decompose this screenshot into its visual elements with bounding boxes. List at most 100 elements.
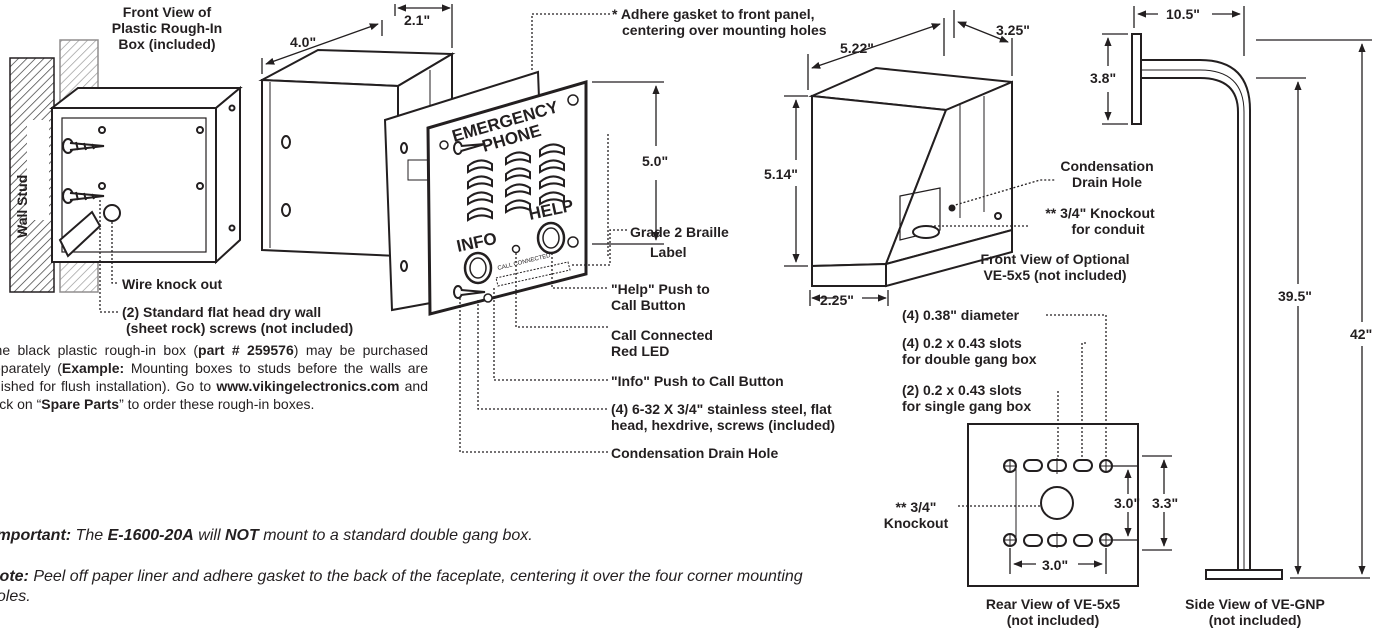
rear-leader-lines: [958, 314, 1107, 507]
braille-line2: Label: [650, 244, 687, 260]
rough-in-box: [49, 85, 243, 265]
help-button-icon: [536, 221, 566, 255]
holes-diameter-label: (4) 0.38" diameter: [902, 307, 1020, 323]
rough-in-paragraph: The black plastic rough-in box (part # 2…: [0, 341, 428, 413]
important-note: Important: The E-1600-20A will NOT mount…: [0, 527, 533, 545]
faceplate-screws-line1: (4) 6-32 X 3/4" stainless steel, flat: [611, 401, 832, 417]
dim-rear-3-0-horizontal: 3.0": [1042, 557, 1069, 573]
dim-box-width: 4.0": [290, 34, 317, 50]
faceplate-screw-icon: [453, 141, 486, 299]
rear-view-line2: (not included): [1006, 612, 1100, 628]
hood-drain-line2: Drain Hole: [1071, 174, 1142, 190]
single-gang-line1: (2) 0.2 x 0.43 slots: [902, 382, 1022, 398]
important-label: Important:: [0, 527, 72, 544]
rough-in-title-line2: Plastic Rough-In: [111, 20, 223, 36]
rear-knockout-line2: Knockout: [883, 515, 949, 531]
call-led-label: Call Connected Red LED: [611, 327, 713, 359]
note-text: Peel off paper liner and adhere gasket t…: [0, 568, 803, 605]
hood-front-view: [808, 66, 1013, 288]
para-text-4: and click on “: [0, 378, 429, 412]
left-leader-lines: [99, 200, 118, 313]
important-text-1: The: [71, 527, 108, 544]
dim-hood-depth: 3.25": [996, 22, 1030, 38]
knockout-conduit-line1: ** 3/4" Knockout: [1045, 205, 1155, 221]
hood-dimensions: [784, 10, 1013, 306]
important-text-2: will: [193, 527, 225, 544]
double-gang-line2: for double gang box: [902, 351, 1037, 367]
hood-drain-line1: Condensation: [1060, 158, 1154, 174]
rear-knockout-line1: ** 3/4": [895, 499, 937, 515]
drywall-screws-line1: (2) Standard flat head dry wall: [122, 304, 322, 320]
rough-in-title-line1: Front View of: [122, 4, 212, 20]
para-text-1: The black plastic rough-in box (: [0, 342, 199, 358]
dim-rear-3-3: 3.3": [1152, 495, 1179, 511]
dim-mount-height: 3.8": [1090, 70, 1117, 86]
spare-parts-label: Spare Parts: [41, 396, 120, 412]
para-text-3: Mounting boxes to studs before the walls…: [0, 360, 428, 394]
hood-front-caption-line1: Front View of Optional: [980, 251, 1130, 267]
website-link[interactable]: www.vikingelectronics.com: [216, 378, 400, 394]
call-led-line1: Call Connected: [611, 327, 713, 343]
box-dimensions: [261, 4, 453, 74]
call-led-line2: Red LED: [611, 343, 670, 359]
side-view-line1: Side View of VE-GNP: [1185, 596, 1325, 612]
part-number: part # 259576: [198, 342, 294, 358]
drywall-screws-label: (2) Standard flat head dry wall (sheet r…: [122, 304, 353, 336]
single-gang-slots-label: (2) 0.2 x 0.43 slots for single gang box: [902, 382, 1031, 414]
side-view-line2: (not included): [1208, 612, 1302, 628]
help-button-label: "Help" Push to Call Button: [611, 281, 710, 313]
drywall-screw-icon: [62, 138, 105, 204]
double-gang-line1: (4) 0.2 x 0.43 slots: [902, 335, 1022, 351]
condensation-drain-label: Condensation Drain Hole: [611, 445, 779, 461]
single-gang-line2: for single gang box: [902, 398, 1032, 414]
rough-in-title-line3: Box (included): [118, 36, 216, 52]
important-text-3: mount to a standard double gang box.: [258, 527, 533, 544]
side-view-caption: Side View of VE-GNP (not included): [1180, 596, 1330, 628]
faceplate: EMERGENCY PHONE HELP INFO CALL CONNECTED: [426, 80, 588, 316]
plate-height-dim: [592, 81, 664, 245]
important-not: NOT: [224, 527, 259, 544]
example-label: Example:: [61, 360, 125, 376]
gasket-instruction-line2: centering over mounting holes: [622, 22, 827, 38]
braille-label: Grade 2 Braille Label: [630, 222, 729, 262]
help-button-line2: Call Button: [611, 297, 686, 313]
dim-hood-bottom: 2.25": [820, 292, 854, 308]
dim-post-39-5: 39.5": [1278, 288, 1312, 304]
dim-post-42: 42": [1350, 326, 1373, 342]
info-button-icon: [463, 251, 493, 285]
hood-front-caption-line2: VE-5x5 (not included): [983, 267, 1127, 283]
dim-rear-3-0-vertical: 3.0": [1114, 495, 1141, 511]
knockout-conduit-label: ** 3/4" Knockout for conduit: [1032, 205, 1168, 237]
dim-arm-length: 10.5": [1166, 6, 1200, 22]
wire-knock-out-label: Wire knock out: [122, 276, 223, 292]
faceplate-screws-line2: head, hexdrive, screws (included): [611, 417, 836, 433]
hood-front-caption: Front View of Optional VE-5x5 (not inclu…: [964, 251, 1146, 283]
middle-leader-lines: [459, 13, 628, 453]
dim-hood-height: 5.14": [764, 166, 798, 182]
rear-view-caption: Rear View of VE-5x5 (not included): [968, 596, 1138, 628]
para-text-5: ” to order these rough-in boxes.: [119, 396, 315, 412]
note-label: Note:: [0, 568, 29, 585]
drywall-screws-line2: (sheet rock) screws (not included): [126, 320, 354, 336]
wall-stud-label: Wall Stud: [14, 174, 30, 238]
double-gang-slots-label: (4) 0.2 x 0.43 slots for double gang box: [902, 335, 1037, 367]
dim-plate-height: 5.0": [642, 153, 669, 169]
hood-leader-lines: [930, 179, 1056, 227]
para-text-2: ) may be purchased separately (: [0, 342, 428, 376]
rear-knockout-label: ** 3/4" Knockout: [876, 499, 956, 531]
faceplate-screws-label: (4) 6-32 X 3/4" stainless steel, flat he…: [611, 401, 835, 433]
dim-hood-width: 5.22": [840, 40, 874, 56]
dim-box-depth: 2.1": [404, 12, 431, 28]
rear-view-plate: [967, 423, 1139, 587]
gooseneck-post: [1131, 33, 1283, 580]
gasket-instruction-line1: * Adhere gasket to front panel,: [612, 6, 815, 22]
post-dimensions: [1102, 6, 1372, 579]
gasket-note: Note: Peel off paper liner and adhere ga…: [0, 567, 828, 607]
knockout-conduit-line2: for conduit: [1071, 221, 1145, 237]
braille-line1: Grade 2 Braille: [630, 224, 729, 240]
rough-in-title: Front View of Plastic Rough-In Box (incl…: [102, 4, 232, 52]
gasket-instruction: * Adhere gasket to front panel, centerin…: [612, 6, 827, 38]
rear-view-line1: Rear View of VE-5x5: [985, 596, 1121, 612]
info-button-label: "Info" Push to Call Button: [611, 373, 784, 389]
